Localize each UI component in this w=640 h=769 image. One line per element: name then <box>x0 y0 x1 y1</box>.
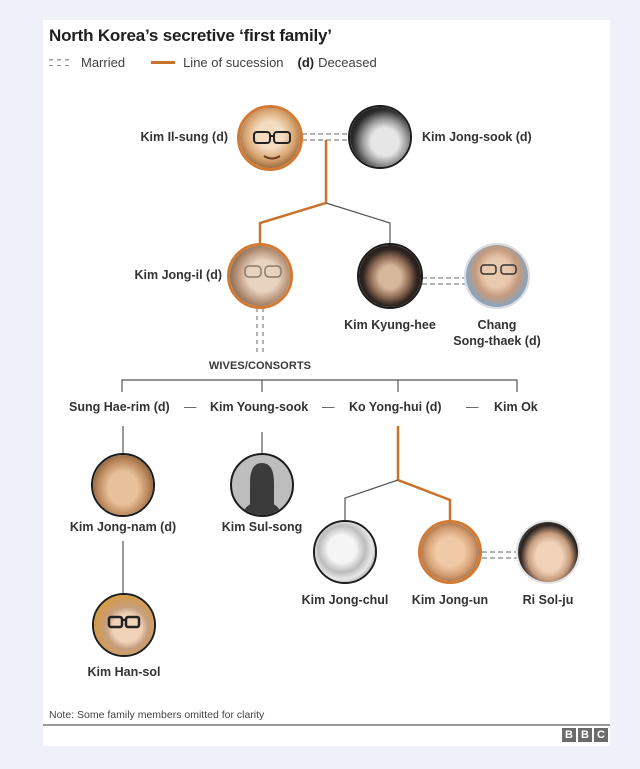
name-kim-jong-chul: Kim Jong-chul <box>301 593 389 607</box>
married-connector-kyung-hee <box>422 277 465 285</box>
name-ri-sol-ju: Ri Sol-ju <box>522 593 574 607</box>
portrait-kim-jong-chul <box>313 520 377 584</box>
name-kim-jong-sook: Kim Jong-sook (d) <box>422 130 532 144</box>
bbc-logo-letter: B <box>578 728 592 742</box>
portrait-kim-han-sol <box>92 593 156 657</box>
glasses-icon <box>107 615 141 629</box>
wife-kim-young-sook: Kim Young-sook <box>210 400 309 414</box>
name-kim-jong-un: Kim Jong-un <box>411 593 489 607</box>
portrait-kim-jong-nam <box>91 453 155 517</box>
name-kim-il-sung: Kim Il-sung (d) <box>140 130 229 144</box>
wives-bracket <box>121 379 518 392</box>
portrait-kim-jong-un <box>418 520 482 584</box>
infographic-title: North Korea’s secretive ‘first family’ <box>49 26 332 45</box>
wife-separator: — <box>322 400 335 414</box>
legend-deceased-key: (d) <box>297 55 315 70</box>
portrait-kim-il-sung <box>237 105 303 171</box>
married-dashes-icon <box>49 59 71 66</box>
wife-separator: — <box>184 400 197 414</box>
succession-line-gen1 <box>258 140 328 243</box>
glasses-icon <box>480 264 517 275</box>
bbc-logo: B B C <box>562 728 608 742</box>
name-kim-jong-nam: Kim Jong-nam (d) <box>69 520 177 534</box>
legend: Married Line of sucession (d) Deceased <box>49 55 377 70</box>
succession-line-icon <box>151 61 176 64</box>
portrait-kim-jong-il <box>227 243 293 309</box>
legend-married-label: Married <box>81 55 126 70</box>
glasses-icon <box>253 131 291 160</box>
sibling-line-kyung-hee <box>325 202 391 243</box>
married-connector-jong-un <box>482 551 518 559</box>
legend-succession-label: Line of sucession <box>183 55 284 70</box>
portrait-chang-song-thaek <box>464 243 530 309</box>
wife-separator: — <box>466 400 479 414</box>
name-chang-line2: Song-thaek (d) <box>453 334 541 348</box>
silhouette-icon <box>242 463 282 515</box>
married-connector-wives <box>256 308 264 352</box>
glasses-icon <box>244 265 282 278</box>
name-kim-sul-song: Kim Sul-song <box>221 520 303 534</box>
wife-kim-ok: Kim Ok <box>494 400 538 414</box>
wives-consorts-label: WIVES/CONSORTS <box>208 360 312 372</box>
portrait-kim-jong-sook <box>348 105 412 169</box>
name-chang-line1: Chang <box>477 318 517 332</box>
wife-sung-hae-rim: Sung Hae-rim (d) <box>69 400 170 414</box>
name-kim-jong-il: Kim Jong-il (d) <box>134 268 223 282</box>
bbc-logo-letter: B <box>562 728 576 742</box>
name-kim-kyung-hee: Kim Kyung-hee <box>344 318 436 332</box>
legend-deceased-label: Deceased <box>318 55 377 70</box>
portrait-ri-sol-ju <box>516 520 580 584</box>
succession-line-gen3 <box>396 426 452 520</box>
portrait-kim-sul-song <box>230 453 294 517</box>
name-kim-han-sol: Kim Han-sol <box>87 665 161 679</box>
married-connector-il-sung <box>302 133 348 141</box>
sibling-line-jong-chul <box>344 479 399 520</box>
footnote: Note: Some family members omitted for cl… <box>49 709 265 721</box>
portrait-kim-kyung-hee <box>357 243 423 309</box>
bbc-logo-letter: C <box>594 728 608 742</box>
wife-ko-yong-hui: Ko Yong-hui (d) <box>349 400 442 414</box>
footer-divider <box>43 724 610 726</box>
